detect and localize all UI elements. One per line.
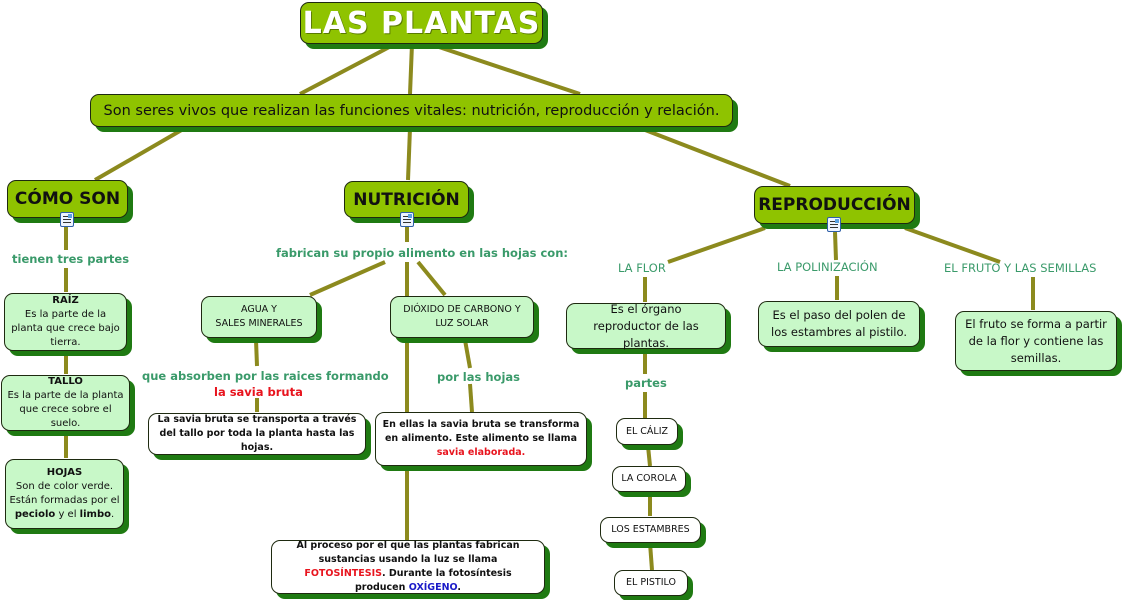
node-raiz[interactable]: RAÍZ Es la parte de la planta que crece … bbox=[4, 293, 127, 351]
root-title: LAS PLANTAS bbox=[302, 5, 541, 41]
fotosintesis-text: Al proceso por el que las plantas fabric… bbox=[278, 539, 538, 595]
polinizacion-text: Es el paso del polen de los estambres al… bbox=[771, 308, 907, 339]
tallo-title: TALLO bbox=[48, 376, 83, 387]
link-label-fabrican: fabrican su propio alimento en las hojas… bbox=[276, 246, 568, 260]
node-los-estambres[interactable]: LOS ESTAMBRES bbox=[600, 517, 701, 543]
savia-elaborada-text: En ellas la savia bruta se transforma en… bbox=[382, 418, 580, 460]
link-label-absorben: que absorben por las raices formando bbox=[142, 369, 389, 383]
elaborada-highlight: savia elaborada. bbox=[436, 447, 526, 458]
hojas-title: HOJAS bbox=[46, 467, 83, 478]
node-el-pistilo[interactable]: EL PISTILO bbox=[614, 570, 688, 596]
node-fotosintesis[interactable]: Al proceso por el que las plantas fabric… bbox=[271, 540, 545, 594]
fotosintesis-t2: . Durante la fotosíntesis producen bbox=[354, 568, 512, 593]
link-label-savia-bruta: la savia bruta bbox=[214, 385, 303, 399]
parte-label: LOS ESTAMBRES bbox=[611, 524, 690, 535]
link-label-polinizacion: LA POLINIZACIÓN bbox=[777, 260, 878, 274]
node-el-caliz[interactable]: EL CÁLIZ bbox=[616, 418, 678, 445]
category-nutricion[interactable]: NUTRICIÓN bbox=[344, 181, 469, 218]
node-la-flor[interactable]: Es el órgano reproductor de las plantas. bbox=[566, 301, 726, 350]
hojas-text3: peciolo y el limbo. bbox=[15, 508, 114, 522]
node-fruto[interactable]: El fruto se forma a partir de la flor y … bbox=[955, 311, 1117, 371]
limbo-text: limbo bbox=[79, 509, 111, 520]
savia-bruta-text: La savia bruta se transporta a través de… bbox=[157, 414, 357, 453]
category-label: CÓMO SON bbox=[14, 189, 121, 209]
dioxido-line2: LUZ SOLAR bbox=[435, 318, 489, 329]
node-dioxido-luz[interactable]: DIÓXIDO DE CARBONO Y LUZ SOLAR bbox=[390, 296, 534, 338]
link-label-fruto-semillas: EL FRUTO Y LAS SEMILLAS bbox=[944, 261, 1097, 275]
hojas-text2: Están formadas por el bbox=[9, 495, 120, 506]
document-icon[interactable] bbox=[400, 212, 414, 227]
root-node[interactable]: LAS PLANTAS bbox=[300, 2, 543, 44]
agua-line1: AGUA Y bbox=[241, 304, 277, 315]
category-label: REPRODUCCIÓN bbox=[758, 195, 911, 215]
fotosintesis-t1: Al proceso por el que las plantas fabric… bbox=[296, 540, 520, 565]
node-agua-sales[interactable]: AGUA Y SALES MINERALES bbox=[201, 296, 317, 338]
oxigeno-keyword: OXÍGENO bbox=[408, 582, 458, 593]
peciolo-text: peciolo bbox=[14, 509, 56, 520]
agua-line2: SALES MINERALES bbox=[215, 318, 303, 329]
parte-label: LA COROLA bbox=[621, 473, 677, 484]
definition-node[interactable]: Son seres vivos que realizan las funcion… bbox=[90, 94, 733, 127]
connector-text: y el bbox=[55, 509, 80, 520]
raiz-title: RAÍZ bbox=[52, 295, 79, 306]
category-label: NUTRICIÓN bbox=[353, 189, 460, 210]
link-label-partes: partes bbox=[625, 376, 667, 390]
fotosintesis-keyword: FOTOSÍNTESIS bbox=[304, 568, 382, 579]
tallo-text: Es la parte de la planta que crece sobre… bbox=[7, 390, 124, 429]
dioxido-line1: DIÓXIDO DE CARBONO Y bbox=[403, 304, 521, 315]
parte-label: EL PISTILO bbox=[626, 577, 676, 588]
parte-label: EL CÁLIZ bbox=[625, 425, 669, 437]
node-savia-bruta[interactable]: La savia bruta se transporta a través de… bbox=[148, 413, 366, 455]
elaborada-plain: En ellas la savia bruta se transforma en… bbox=[382, 419, 580, 444]
document-icon[interactable] bbox=[827, 217, 841, 232]
node-hojas[interactable]: HOJAS Son de color verde. Están formadas… bbox=[5, 459, 124, 529]
fruto-text: El fruto se forma a partir de la flor y … bbox=[965, 316, 1107, 365]
node-la-corola[interactable]: LA COROLA bbox=[612, 466, 686, 492]
period-text: . bbox=[110, 509, 115, 520]
link-label-por-las-hojas: por las hojas bbox=[437, 370, 520, 384]
category-reproduccion[interactable]: REPRODUCCIÓN bbox=[754, 186, 915, 224]
node-savia-elaborada[interactable]: En ellas la savia bruta se transforma en… bbox=[375, 412, 587, 466]
definition-text: Son seres vivos que realizan las funcion… bbox=[103, 102, 720, 119]
link-label-la-flor: LA FLOR bbox=[618, 261, 666, 275]
hojas-text1: Son de color verde. bbox=[15, 481, 114, 492]
link-label-tienen-tres-partes: tienen tres partes bbox=[12, 252, 130, 266]
raiz-text: Es la parte de la planta que crece bajo … bbox=[11, 309, 120, 348]
flor-text: Es el órgano reproductor de las plantas. bbox=[593, 301, 699, 350]
category-como-son[interactable]: CÓMO SON bbox=[7, 180, 128, 218]
node-polinizacion[interactable]: Es el paso del polen de los estambres al… bbox=[758, 301, 920, 347]
document-icon[interactable] bbox=[60, 212, 74, 227]
fotosintesis-t3: . bbox=[457, 582, 462, 593]
node-tallo[interactable]: TALLO Es la parte de la planta que crece… bbox=[1, 375, 130, 431]
